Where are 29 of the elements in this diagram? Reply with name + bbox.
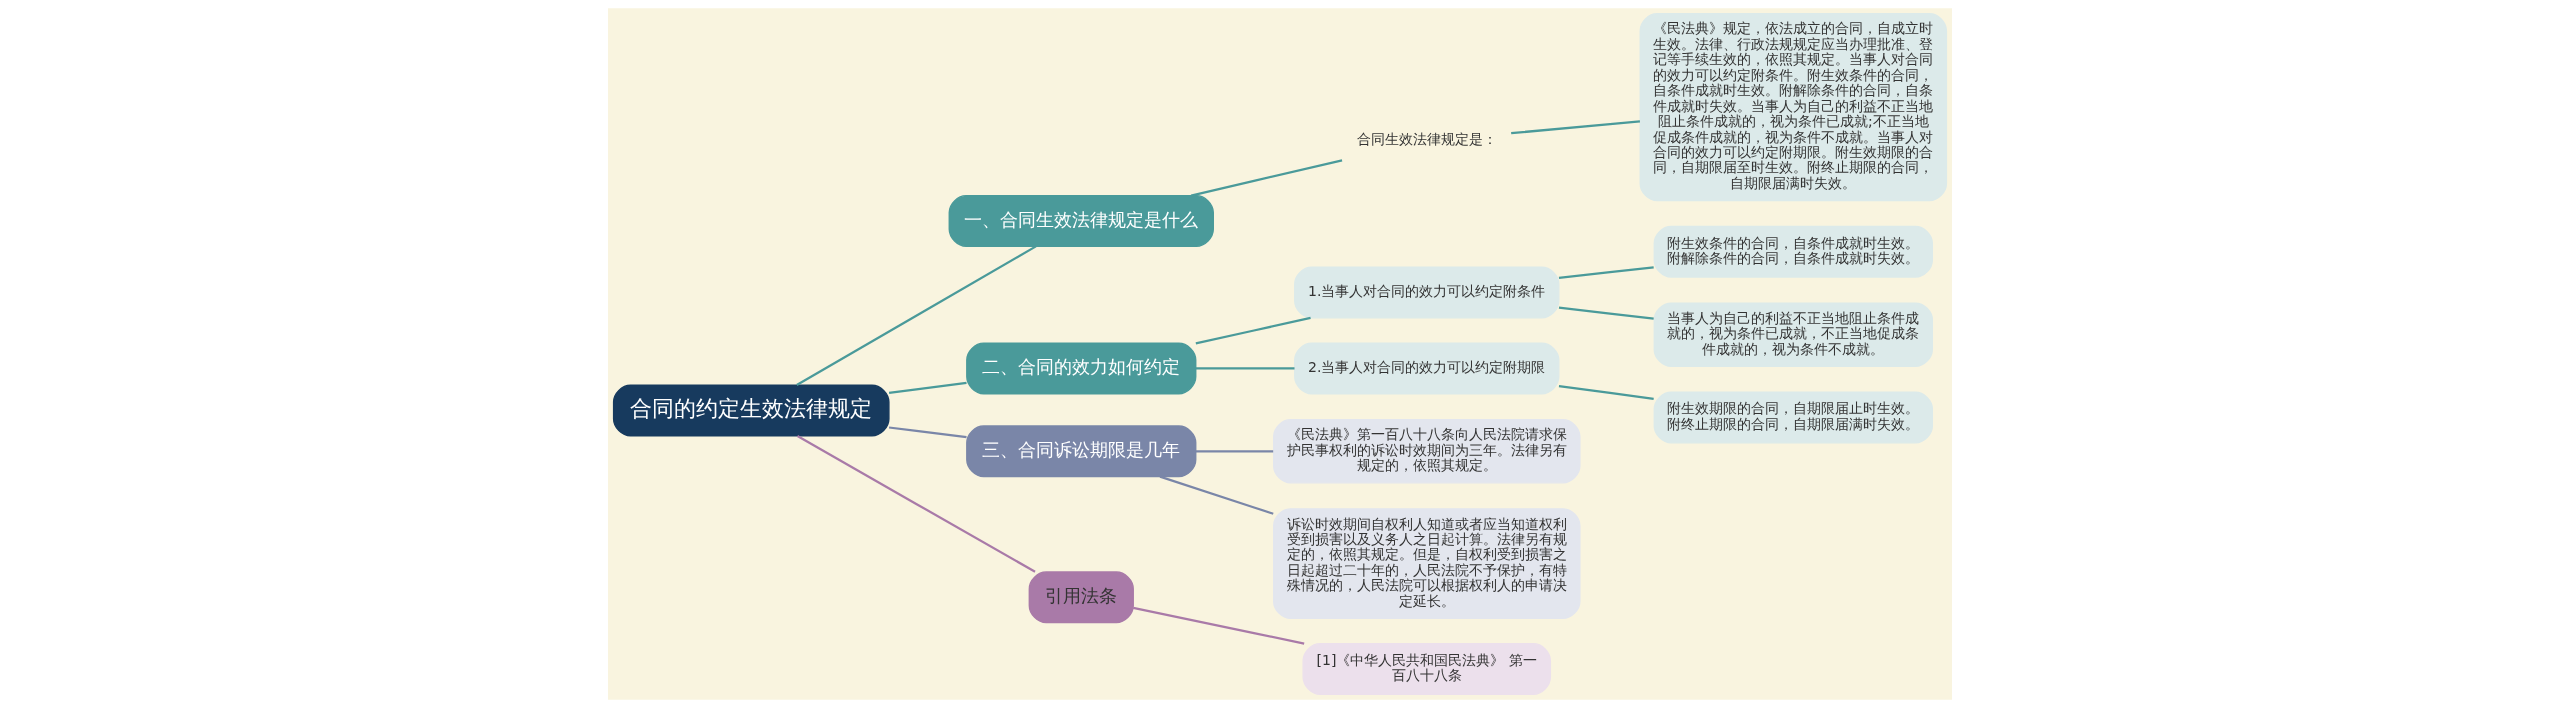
node-box: 《民法典》第一百八十八条向人民法院请求保护民事权利的诉讼时效期间为三年。法律另有规定的，依照其规定。 <box>1273 418 1581 484</box>
node-box: 三、合同诉讼期限是几年 <box>966 425 1197 478</box>
connector <box>1133 606 1305 645</box>
node-box: 诉讼时效期间自权利人知道或者应当知道权利受到损害以及义务人之日起计算。法律另有规定的，依照其规定。但是，自权利受到损害之日起超过二十年的，人民法院不予保护，有特殊情况的，人民法院可以根据权利人的申请决定延长。 <box>1273 508 1581 620</box>
connector <box>1558 384 1654 400</box>
node-box: 2.当事人对合同的效力可以约定附期限 <box>1294 342 1560 395</box>
connector <box>888 381 967 395</box>
node-box: 附生效期限的合同，自期限届止时生效。附终止期限的合同，自期限届满时失效。 <box>1653 391 1934 444</box>
connector <box>1558 266 1654 280</box>
connector <box>1195 367 1295 370</box>
connector <box>888 426 967 439</box>
node-box: 一、合同生效法律规定是什么 <box>948 194 1214 247</box>
node-box: 引用法条 <box>1028 571 1134 624</box>
node-box: 合同的约定生效法律规定 <box>612 384 890 437</box>
connector <box>1159 475 1274 515</box>
node-box: [1]《中华人民共和国民法典》 第一百八十八条 <box>1302 642 1552 695</box>
node-box: 《民法典》规定，依法成立的合同，自成立时生效。法律、行政法规规定应当办理批准、登记等手续生效的，依照其规定。当事人对合同的效力可以约定附条件。附生效条件的合同，自条件成就时生效。附解除条件的合同，自条件成就时失效。当事人为自己的利益不正当地阻止条件成就的，视为条件已成就;不正当地促成条件成就的，视为条件不成就。当事人对合同的效力可以约定附期限。附生效期限的合同，自期限届至时生效。附终止期限的合同，自期限届满时失效。 <box>1639 13 1948 202</box>
connector <box>1195 316 1311 345</box>
connector <box>1558 306 1654 320</box>
connector <box>796 435 1036 573</box>
node-box: 1.当事人对合同的效力可以约定附条件 <box>1294 266 1560 319</box>
connector <box>1190 159 1343 197</box>
node-text: 合同生效法律规定是： <box>1356 131 1497 148</box>
connector <box>796 245 1037 386</box>
connector <box>1511 120 1641 135</box>
node-box: 当事人为自己的利益不正当地阻止条件成就的，视为条件已成就，不正当地促成条件成就的，视为条件不成就。 <box>1653 302 1934 367</box>
connector <box>1195 450 1274 453</box>
node-box: 二、合同的效力如何约定 <box>966 342 1197 395</box>
node-box: 附生效条件的合同，自条件成就时生效。附解除条件的合同，自条件成就时失效。 <box>1653 225 1934 278</box>
